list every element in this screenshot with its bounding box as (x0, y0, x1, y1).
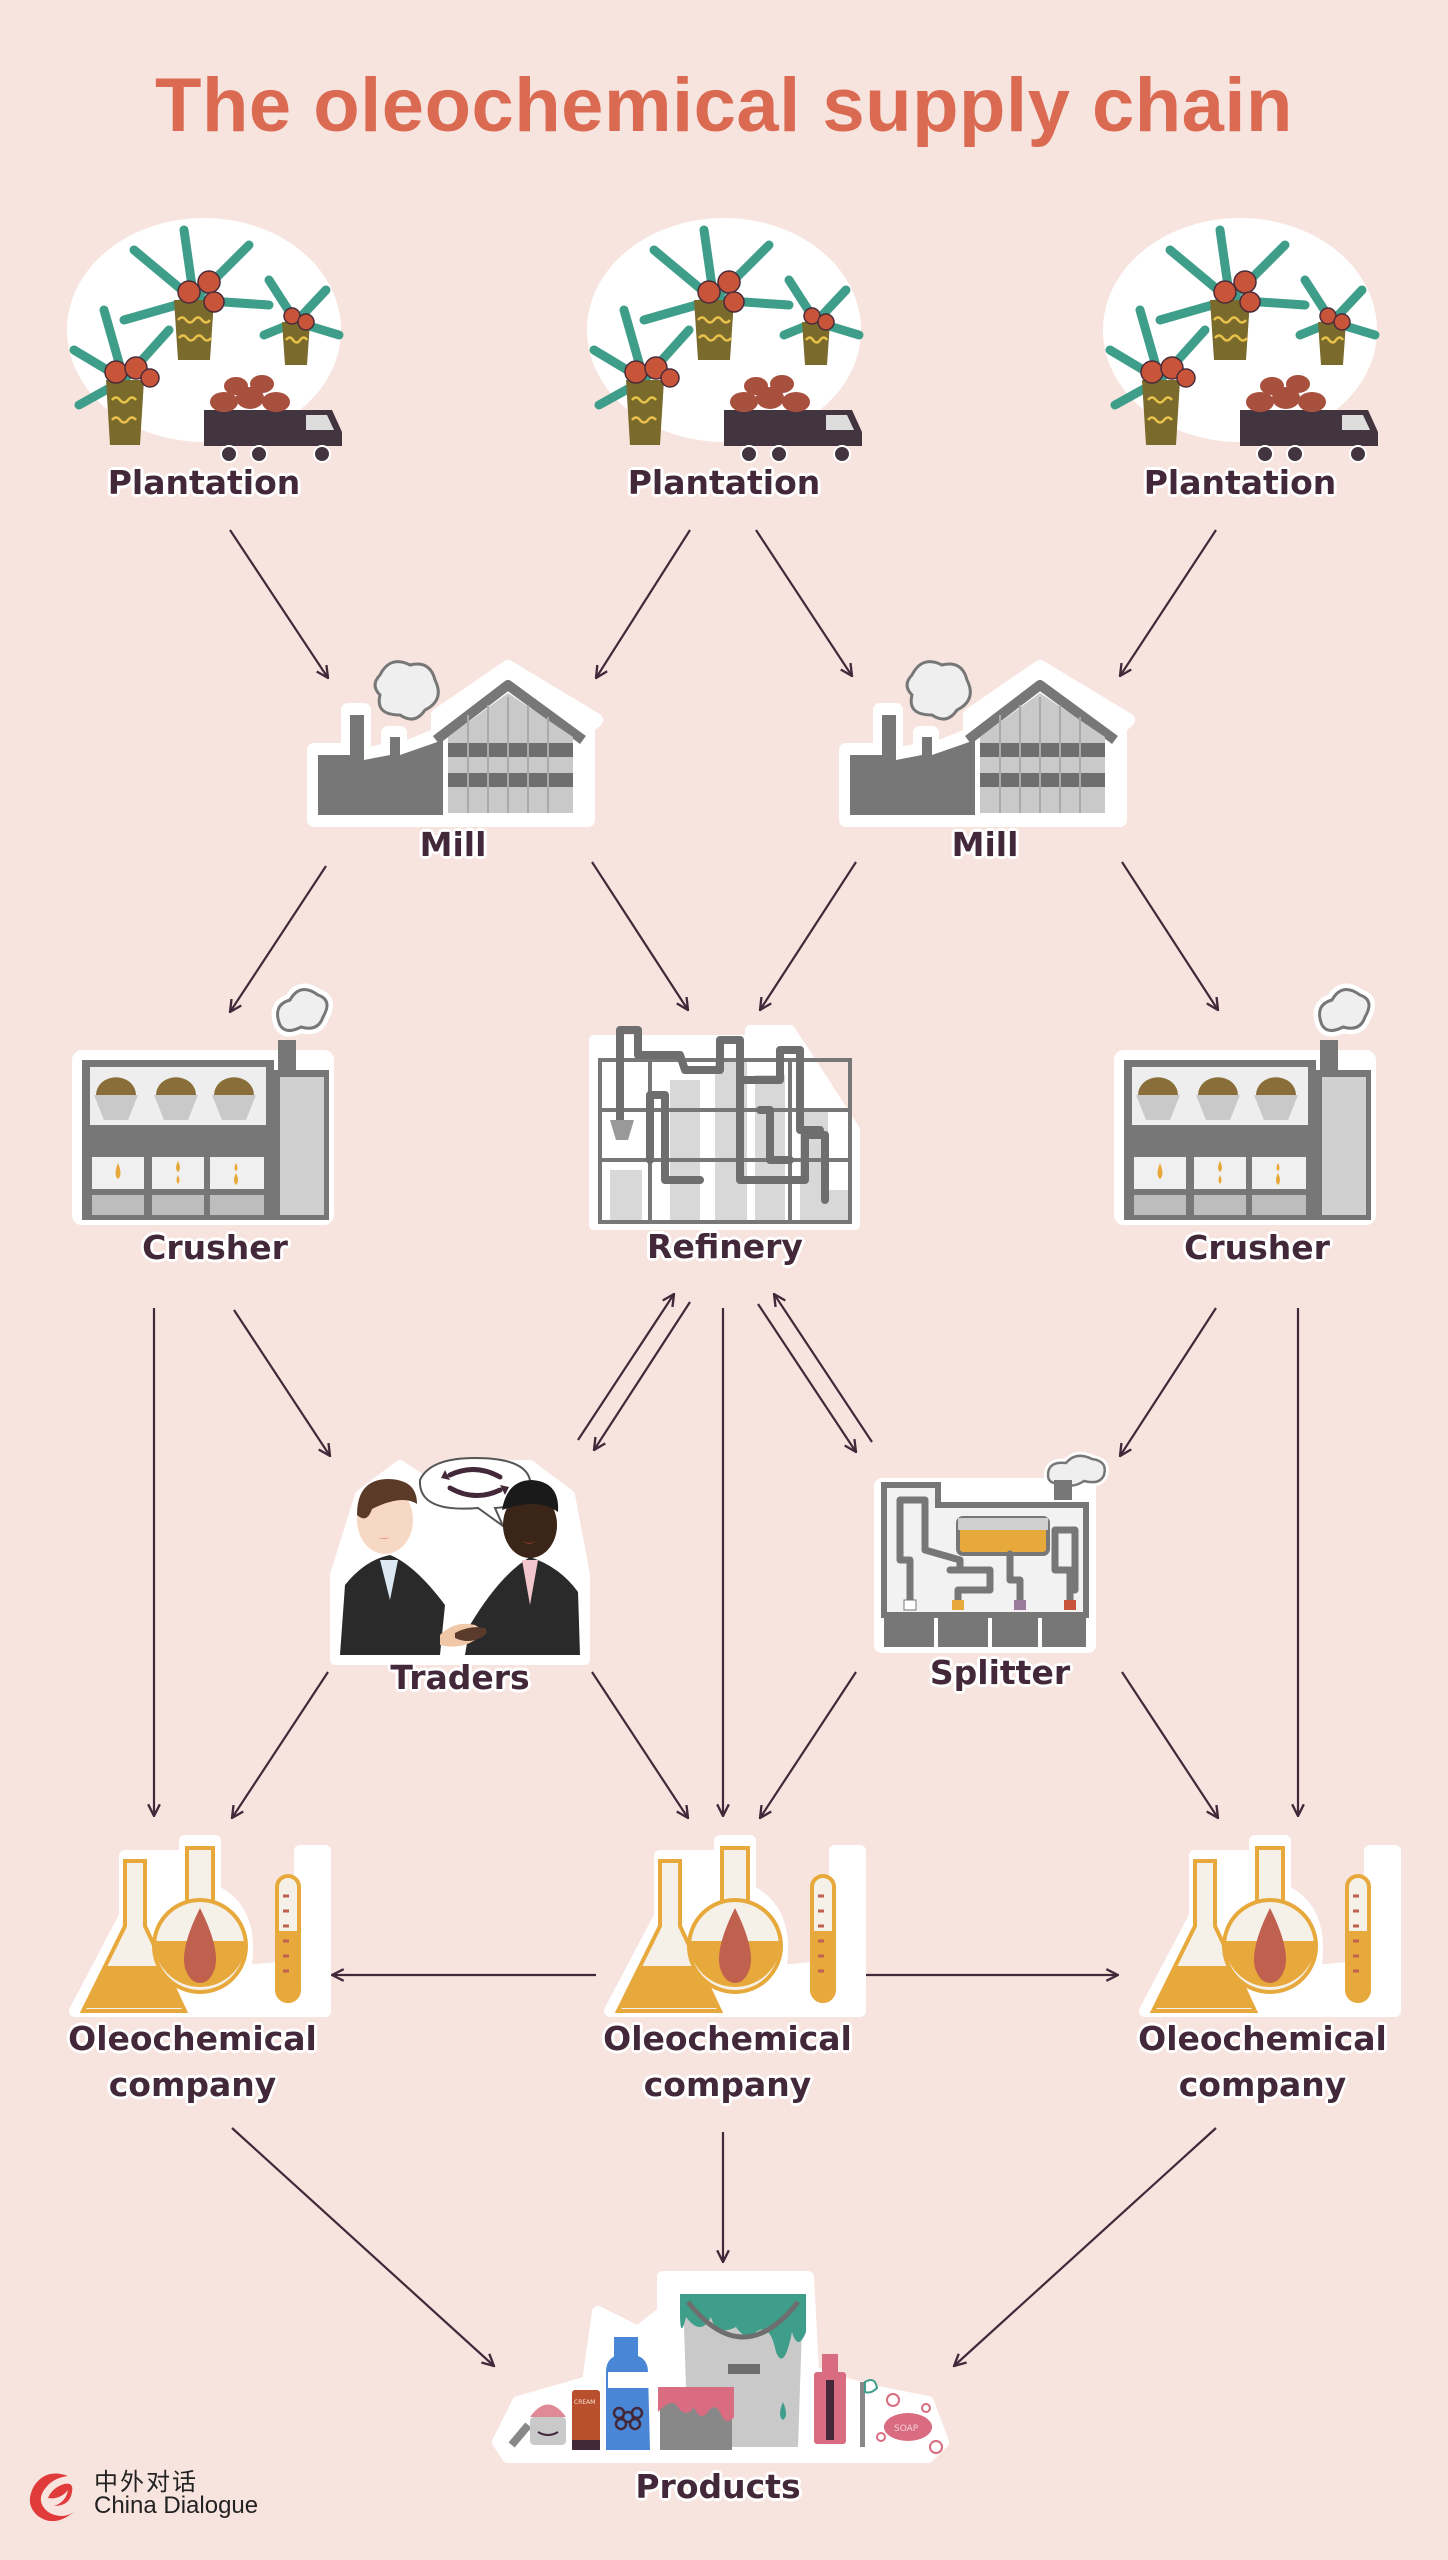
arrow-traders-oleo1 (232, 1671, 329, 1818)
lab-flasks-icon (604, 1835, 866, 2017)
arrow-splitter-oleo3 (1121, 1671, 1218, 1818)
node-crusher-2: Crusher (1112, 983, 1402, 1275)
splitter-machine-icon (874, 1451, 1109, 1653)
palm-plantation-truck-icon (67, 218, 344, 463)
soap-text: SOAP (894, 2424, 919, 2434)
node-traders: Traders (330, 1455, 590, 1705)
soap: SOAP (876, 2393, 943, 2454)
arrow-mill1-crusher1 (230, 865, 327, 1012)
refinery-label: Refinery (647, 1227, 803, 1266)
splitter-label: Splitter (929, 1653, 1071, 1692)
arrow-crusher1-traders (233, 1309, 330, 1456)
node-plantation-2: Plantation (584, 210, 864, 510)
plantation-label: Plantation (107, 463, 301, 502)
logo-english-text: China Dialogue (94, 2492, 259, 2519)
arrow-mill1-refinery (591, 861, 688, 1010)
node-plantation-3: Plantation (1100, 210, 1380, 510)
arrow-traders-refinery (577, 1294, 674, 1441)
oleochemical-label-line1: Oleochemical (1138, 2019, 1387, 2058)
arrow-oleo1-products (231, 2127, 494, 2366)
china-dialogue-swirl-icon (29, 2473, 74, 2522)
node-plantation-1: Plantation (64, 210, 344, 510)
arrow-splitter-oleo2 (760, 1671, 857, 1818)
crusher-machine-icon (1114, 983, 1376, 1225)
plantation-label: Plantation (627, 463, 821, 502)
cream-text: CREAM (574, 2399, 595, 2406)
china-dialogue-logo: 中外对话 China Dialogue (26, 2462, 286, 2524)
page-title: The oleochemical supply chain (155, 63, 1293, 148)
toothbrush (860, 2379, 879, 2447)
arrow-plantation1-mill1 (229, 529, 328, 678)
arrow-oleo3-products (954, 2127, 1217, 2366)
oleochemical-label-line2: company (108, 2065, 277, 2104)
arrow-plantation3-mill2 (1120, 529, 1217, 676)
detergent-bottle (606, 2337, 650, 2450)
node-mill-1: Mill (307, 655, 603, 870)
comb-bottle (814, 2354, 846, 2444)
refinery-pipes-icon (589, 1025, 860, 1230)
traders-label: Traders (390, 1658, 530, 1697)
arrow-mill2-crusher2 (1121, 861, 1218, 1010)
logo-chinese-text: 中外对话 (94, 2468, 198, 2496)
node-crusher-1: Crusher (70, 983, 360, 1275)
node-mill-2: Mill (839, 655, 1135, 870)
crusher-label: Crusher (142, 1228, 288, 1267)
palm-plantation-truck-icon (587, 218, 864, 463)
products-label: Products (635, 2467, 801, 2506)
node-oleochemical-1: Oleochemical company (55, 1835, 331, 2116)
node-oleochemical-2: Oleochemical company (590, 1835, 866, 2116)
arrow-plantation2-mill2 (755, 529, 852, 676)
arrow-mill2-refinery (760, 861, 857, 1010)
arrow-crusher2-splitter (1120, 1307, 1217, 1456)
plantation-label: Plantation (1143, 463, 1337, 502)
oleochemical-label-line2: company (1178, 2065, 1347, 2104)
arrow-splitter-refinery (774, 1294, 873, 1443)
node-splitter: Splitter (870, 1450, 1130, 1700)
palm-plantation-truck-icon (1103, 218, 1380, 463)
node-products: CREAM SOAP (488, 2271, 949, 2512)
node-oleochemical-3: Oleochemical company (1125, 1835, 1401, 2116)
cream-tube: CREAM (572, 2390, 600, 2450)
lab-flasks-icon (1139, 1835, 1401, 2017)
arrow-refinery-traders (594, 1301, 691, 1450)
consumer-products-icon: CREAM SOAP (492, 2271, 949, 2463)
arrow-refinery-splitter (757, 1303, 856, 1452)
oleochemical-label-line1: Oleochemical (603, 2019, 852, 2058)
lab-flasks-icon (69, 1835, 331, 2017)
crusher-label: Crusher (1184, 1228, 1330, 1267)
paint-tin (658, 2387, 734, 2450)
mill-factory-icon (307, 660, 603, 827)
oleochemical-label-line2: company (643, 2065, 812, 2104)
oleochemical-label-line1: Oleochemical (68, 2019, 317, 2058)
crusher-machine-icon (72, 983, 334, 1225)
mill-factory-icon (839, 660, 1135, 827)
mill-label: Mill (419, 825, 487, 864)
cream-jar (508, 2404, 566, 2448)
handshake-traders-icon (330, 1456, 590, 1665)
arrow-plantation2-mill1 (596, 529, 691, 678)
arrow-traders-oleo2 (591, 1671, 688, 1818)
node-refinery: Refinery (589, 1020, 860, 1275)
mill-label: Mill (951, 825, 1019, 864)
